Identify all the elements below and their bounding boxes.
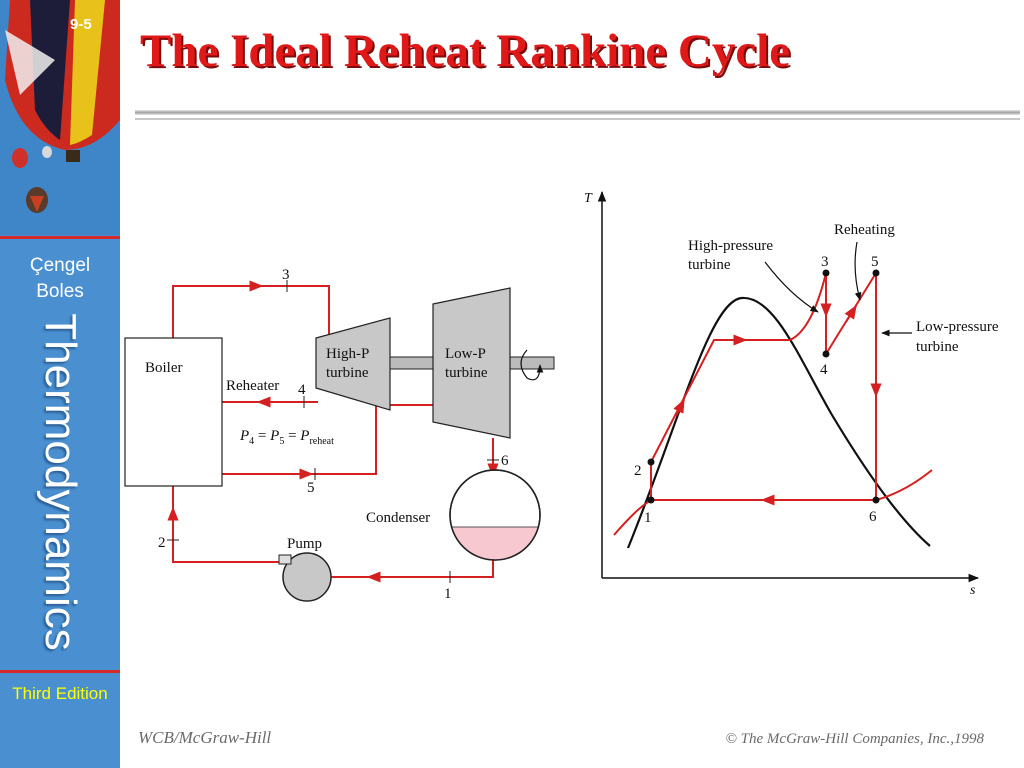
copyright-label: © The McGraw-Hill Companies, Inc.,1998 — [725, 731, 984, 747]
annotation-leader — [764, 261, 819, 313]
flow-arrow — [844, 304, 857, 323]
state-label: 1 — [444, 586, 452, 602]
lp-turbine-annotation: Low-pressure — [916, 319, 999, 335]
boiler-box — [124, 337, 223, 487]
state-point — [647, 458, 655, 466]
publisher-label: WCB/McGraw-Hill — [138, 728, 272, 747]
state-point — [822, 350, 830, 358]
state-point — [647, 496, 655, 504]
superheat-to-3 — [789, 272, 827, 341]
pipe-condenser-to-pump — [330, 553, 494, 578]
state-label: 2 — [158, 535, 166, 551]
slide-number: 9-5 — [70, 16, 92, 33]
sidebar-divider — [0, 670, 120, 673]
hot-air-balloon-image — [0, 0, 120, 235]
state-label: 5 — [871, 254, 879, 270]
reheat-rankine-diagram: Boiler Reheater High-P turbine Low-P tur… — [124, 190, 999, 602]
state-label: 2 — [634, 463, 642, 479]
state-label: 1 — [644, 510, 652, 526]
hp-turbine-annotation: High-pressure — [688, 238, 773, 254]
author-name: Boles — [36, 281, 84, 302]
condenser-pressure-line — [875, 469, 933, 501]
lp-turbine-label: turbine — [445, 365, 488, 381]
pipe-boiler-to-hp — [172, 285, 330, 345]
lp-turbine-annotation: turbine — [916, 339, 959, 355]
book-title: Thermodynamics — [36, 313, 85, 651]
title-rule — [135, 118, 1020, 120]
pipe-pump-to-boiler — [172, 486, 284, 563]
state-label: 3 — [282, 267, 290, 283]
rotation-arrow-icon — [520, 349, 544, 381]
sidebar: 9-5 Çengel Boles Thermodynamics Third Ed… — [0, 0, 120, 768]
ts-diagram: T s 1 2 3 4 5 6 High-pressure — [584, 190, 999, 598]
state-label: 3 — [821, 254, 829, 270]
pump-label: Pump — [287, 536, 322, 552]
pump — [282, 552, 332, 602]
annotation-leader — [854, 241, 862, 301]
state-label: 5 — [307, 480, 315, 496]
cycle-schematic: Boiler Reheater High-P turbine Low-P tur… — [124, 267, 555, 602]
state-point — [872, 269, 880, 277]
state-label: 6 — [869, 509, 877, 525]
hp-turbine-label: High-P — [326, 346, 369, 362]
reheating-annotation: Reheating — [834, 222, 895, 238]
hp-turbine — [315, 317, 391, 411]
state-label: 4 — [820, 362, 828, 378]
state-label: 4 — [298, 382, 306, 398]
pressure-equation: P4 = P5 = Preheat — [239, 428, 334, 447]
saturation-dome — [626, 296, 931, 549]
s-axis-label: s — [970, 583, 976, 598]
flow-arrow — [673, 398, 685, 417]
turbine-shaft — [509, 356, 555, 370]
hp-turbine-annotation: turbine — [688, 257, 731, 273]
sidebar-divider — [0, 236, 120, 239]
reheater-label: Reheater — [226, 378, 279, 394]
boiler-label: Boiler — [145, 360, 183, 376]
lp-turbine — [432, 287, 511, 439]
state-label: 6 — [501, 453, 509, 469]
edition-label: Third Edition — [12, 684, 108, 703]
hp-turbine-label: turbine — [326, 365, 369, 381]
lp-turbine-label: Low-P — [445, 346, 486, 362]
condenser-label: Condenser — [366, 510, 430, 526]
t-axis-label: T — [584, 191, 593, 206]
title-rule — [135, 110, 1020, 115]
pump-outlet — [278, 554, 292, 565]
turbine-shaft — [389, 356, 435, 370]
slide-title: The Ideal Reheat Rankine Cycle — [140, 25, 791, 77]
heating-2-3 — [650, 339, 790, 463]
pipe-reheater-to-lp — [200, 404, 435, 475]
state-point — [822, 269, 830, 277]
state-point — [872, 496, 880, 504]
author-name: Çengel — [29, 255, 91, 276]
